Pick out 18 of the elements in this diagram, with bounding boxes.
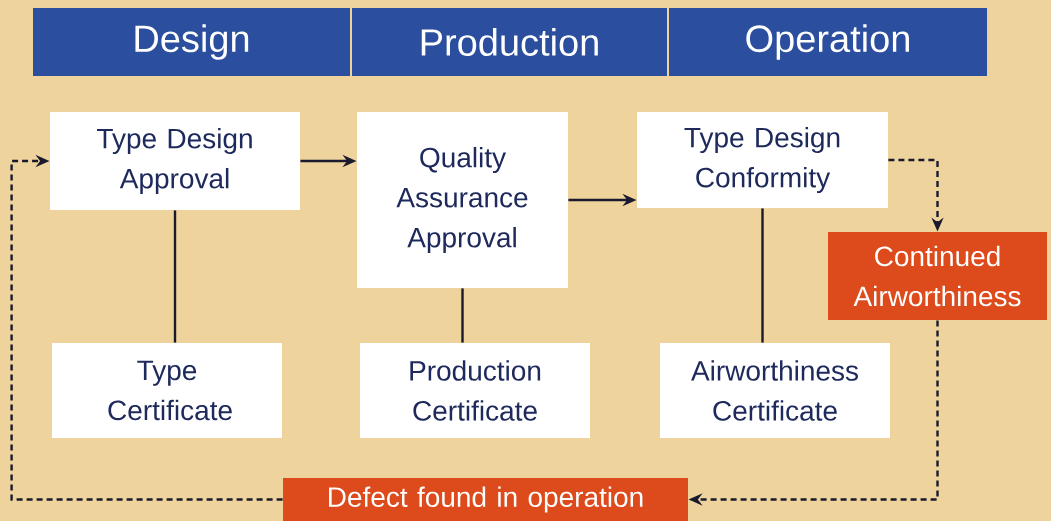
process-box: Production Certificate xyxy=(360,343,590,438)
arrow xyxy=(10,154,283,501)
band-header: Design xyxy=(33,8,350,76)
node-label: Operation xyxy=(746,24,909,60)
process-box: Type Design Conformity xyxy=(637,112,888,208)
band-header: Production xyxy=(352,8,667,76)
process-box: Type Certificate xyxy=(52,343,282,438)
connector-line xyxy=(173,210,177,343)
band-header: Operation xyxy=(669,8,987,76)
connector-line xyxy=(461,288,464,343)
node-label: Production xyxy=(421,28,598,56)
connector-line xyxy=(761,208,764,343)
node-label: Design xyxy=(135,24,249,60)
highlight-box: Defect found in operation xyxy=(283,478,688,521)
highlight-box: Continued Airworthiness xyxy=(828,232,1047,320)
process-box: Airworthiness Certificate xyxy=(660,343,890,438)
process-box: Type Design Approval xyxy=(50,112,300,210)
process-box: Quality Assurance Approval xyxy=(357,112,568,288)
